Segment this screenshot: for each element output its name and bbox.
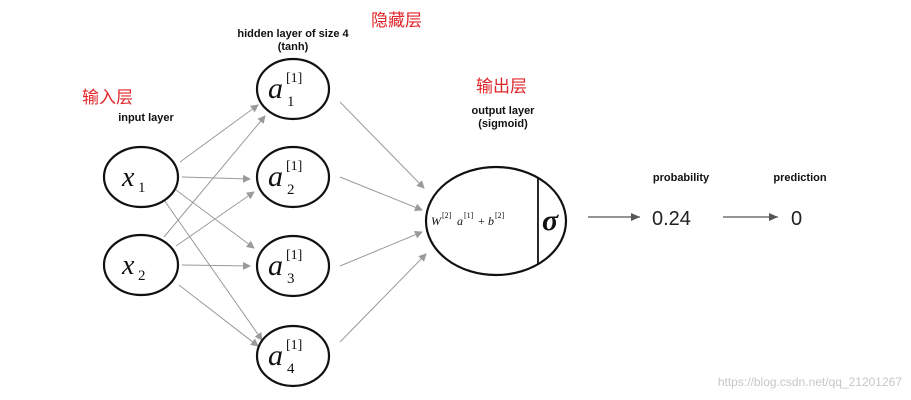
input-layer-cn-label: 输入层 (82, 88, 133, 108)
edge-x1-a1 (179, 104, 259, 163)
output-layer-cn-label: 输出层 (476, 77, 527, 97)
edges-input-hidden (163, 104, 266, 347)
edges-hidden-output (339, 101, 427, 343)
output-b: b (488, 214, 494, 228)
hidden-node-4-sub: 4 (287, 361, 295, 377)
hidden-node-1-sub: 1 (287, 94, 295, 110)
output-sigma: σ (542, 204, 559, 237)
output-layer-activation: (sigmoid) (478, 118, 528, 130)
edge-a4-out (339, 253, 427, 343)
hidden-layer-title: hidden layer of size 4 (237, 28, 349, 40)
output-node: W [2] a [1] + b [2] σ (424, 165, 568, 277)
hidden-layer-cn-label: 隐藏层 (371, 11, 422, 31)
hidden-layer-activation: (tanh) (278, 41, 309, 53)
input-node-1-var: x (121, 162, 135, 193)
hidden-node-1-var: a (268, 72, 283, 105)
input-node-1-sub: 1 (138, 180, 146, 196)
output-layer-title: output layer (472, 105, 536, 117)
input-node-2-var: x (121, 250, 135, 281)
probability-value: 0.24 (652, 208, 691, 230)
edge-a2-out (339, 176, 423, 212)
output-W-sup: [2] (442, 211, 452, 220)
input-node-1: x 1 (102, 145, 180, 209)
hidden-node-3-sup: [1] (286, 248, 302, 263)
input-node-2-sub: 2 (138, 268, 146, 284)
hidden-node-2: a [1] 2 (255, 145, 331, 209)
hidden-node-3-var: a (268, 249, 283, 282)
input-node-2: x 2 (102, 233, 180, 297)
hidden-node-4: a [1] 4 (255, 324, 331, 388)
input-layer-title: input layer (118, 112, 174, 124)
hidden-node-4-var: a (268, 339, 283, 372)
hidden-node-3: a [1] 3 (255, 234, 331, 298)
edge-x1-a2 (181, 174, 251, 183)
edge-x2-a3 (181, 261, 251, 270)
probability-title: probability (653, 172, 710, 184)
edge-x2-a2 (175, 191, 255, 247)
hidden-node-4-sup: [1] (286, 338, 302, 353)
edge-a1-out (339, 101, 425, 189)
hidden-node-2-sub: 2 (287, 182, 295, 198)
edge-a3-out (339, 230, 423, 267)
watermark: https://blog.csdn.net/qq_21201267 (718, 375, 902, 389)
output-a: a (457, 214, 463, 228)
hidden-node-3-sub: 3 (287, 271, 295, 287)
edge-x1-a4 (163, 199, 263, 341)
output-a-sup: [1] (464, 211, 474, 220)
hidden-node-2-sup: [1] (286, 159, 302, 174)
prediction-value: 0 (791, 208, 802, 230)
hidden-node-2-var: a (268, 160, 283, 193)
edge-x2-a1 (163, 115, 266, 238)
output-b-sup: [2] (495, 211, 505, 220)
output-plus: + (478, 214, 485, 228)
edge-x2-a4 (178, 284, 259, 347)
prediction-title: prediction (773, 172, 826, 184)
hidden-node-1-sup: [1] (286, 71, 302, 86)
output-W: W (431, 214, 442, 228)
hidden-node-1: a [1] 1 (255, 57, 331, 121)
